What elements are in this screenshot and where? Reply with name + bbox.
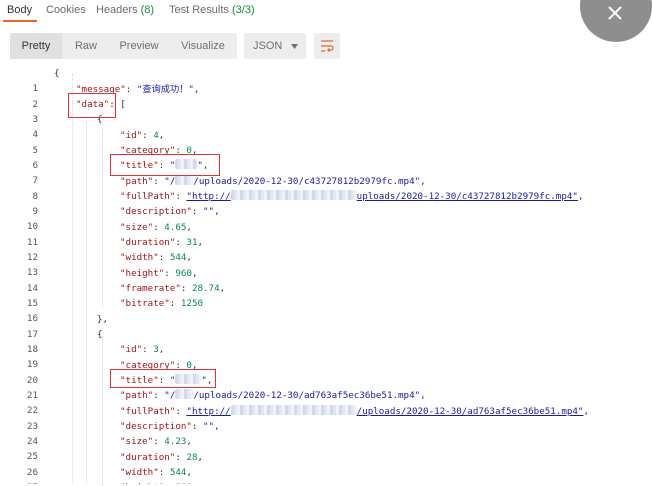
line-number: 19: [26, 359, 38, 370]
line-number: 17: [26, 329, 38, 340]
line-number: 18: [26, 344, 38, 355]
indent-guide: [102, 128, 103, 308]
view-preview-button[interactable]: Preview: [119, 40, 159, 52]
view-visualize-button[interactable]: Visualize: [181, 40, 225, 52]
line-number: 10: [26, 221, 38, 232]
tab-test-results[interactable]: Test Results (3/3): [169, 4, 255, 16]
tab-headers-label: Headers: [96, 4, 138, 16]
chevron-down-icon: [291, 44, 298, 49]
line-number: 6: [32, 160, 38, 171]
code-line: 8 "path": "//uploads/2020-12-30/c4372781…: [0, 174, 652, 202]
line-number: 5: [32, 145, 38, 156]
code-line: 1 {: [0, 66, 652, 94]
redacted-text: [230, 190, 357, 200]
code-line: 15 "framerate": 28.74,: [0, 281, 652, 309]
line-number: 22: [26, 405, 38, 416]
format-select[interactable]: JSON: [244, 33, 306, 59]
indent-guide: [86, 122, 87, 484]
line-number: 1: [32, 83, 38, 94]
redacted-text: [175, 389, 194, 399]
code-line: 10 "description": "",: [0, 204, 652, 232]
line-number: 4: [32, 129, 38, 140]
code-line: 13 "width": 544,: [0, 250, 652, 278]
line-number: 20: [26, 375, 38, 386]
code-line: 2 "message": "查询成功！",: [0, 82, 652, 110]
json-key-message: "message": [76, 84, 126, 95]
line-number: 9: [32, 206, 38, 217]
line-number: 8: [32, 191, 38, 202]
tab-headers-count: (8): [140, 4, 155, 16]
wrap-lines-icon: [321, 40, 334, 52]
code-line: 24 "description": "",: [0, 419, 652, 447]
line-number: 3: [32, 114, 38, 125]
line-number: 15: [26, 298, 38, 309]
code-line: 12 "duration": 31,: [0, 235, 652, 263]
tab-test-results-count: (3/3): [231, 4, 255, 16]
line-number: 13: [26, 267, 38, 278]
line-number: 21: [26, 390, 38, 401]
indent-guide: [102, 336, 103, 486]
code-line: 28 "height": 960: [0, 480, 652, 484]
json-key-data: "data": [76, 99, 110, 110]
view-mode-group: Pretty Raw Preview Visualize: [10, 33, 237, 59]
view-pretty-button[interactable]: Pretty: [10, 33, 62, 59]
line-number: 2: [32, 99, 38, 110]
line-number: 14: [26, 283, 38, 294]
code-line: 3 "data": [: [0, 97, 652, 125]
close-button[interactable]: [580, 0, 652, 42]
code-line: 23 "fullPath": "http:///uploads/2020-12-…: [0, 404, 652, 432]
line-number: 11: [26, 237, 38, 248]
response-body-viewer[interactable]: 1 { 2 "message": "查询成功！", 3 "data": [ 4 …: [0, 66, 652, 484]
line-number: 24: [26, 436, 38, 447]
wrap-lines-button[interactable]: [314, 33, 340, 59]
code-line: 11 "size": 4.65,: [0, 220, 652, 248]
tab-test-results-label: Test Results: [169, 4, 229, 16]
code-line: 7 "title": "",: [0, 158, 652, 186]
code-line: 26 "duration": 28,: [0, 450, 652, 478]
redacted-text: [230, 405, 357, 415]
tab-cookies[interactable]: Cookies: [46, 4, 86, 16]
code-line: 21 "title": "",: [0, 373, 652, 401]
redacted-text: [175, 159, 198, 169]
code-line: 4 {: [0, 112, 652, 140]
annotation-box-data: [68, 93, 116, 118]
code-line: 25 "size": 4.23,: [0, 434, 652, 462]
code-line: 16 "bitrate": 1250: [0, 296, 652, 324]
line-number: 16: [26, 313, 38, 324]
code-line: 20 "category": 0,: [0, 358, 652, 386]
line-number: 7: [32, 175, 38, 186]
tab-body[interactable]: Body: [7, 4, 33, 16]
line-number: 23: [26, 421, 38, 432]
annotation-box-title: [110, 154, 220, 176]
code-line: 17 },: [0, 312, 652, 340]
code-line: 19 "id": 3,: [0, 342, 652, 370]
format-select-value: JSON: [253, 40, 283, 52]
code-line: 9 "fullPath": "http://uploads/2020-12-30…: [0, 189, 652, 217]
line-number: 25: [26, 451, 38, 462]
code-line: 22 "path": "//uploads/2020-12-30/ad763af…: [0, 388, 652, 416]
redacted-text: [175, 374, 202, 384]
code-line: 6 "category": 0,: [0, 143, 652, 171]
line-number: 26: [26, 467, 38, 478]
indent-guide: [72, 74, 73, 484]
response-tabs: Body Cookies Headers (8) Test Results (3…: [0, 0, 652, 24]
code-line: 14 "height": 960,: [0, 266, 652, 294]
view-raw-button[interactable]: Raw: [74, 40, 97, 52]
close-icon: [608, 6, 622, 20]
code-line: 27 "width": 544,: [0, 465, 652, 484]
tab-headers[interactable]: Headers (8): [96, 4, 154, 16]
line-number: 12: [26, 252, 38, 263]
annotation-box-title: [110, 369, 216, 388]
redacted-text: [175, 175, 194, 185]
line-number: 27: [0, 480, 38, 484]
code-line: 5 "id": 4,: [0, 128, 652, 156]
active-tab-indicator: [3, 20, 37, 22]
json-value-message: "查询成功！": [136, 84, 194, 95]
code-line: 18 {: [0, 327, 652, 355]
